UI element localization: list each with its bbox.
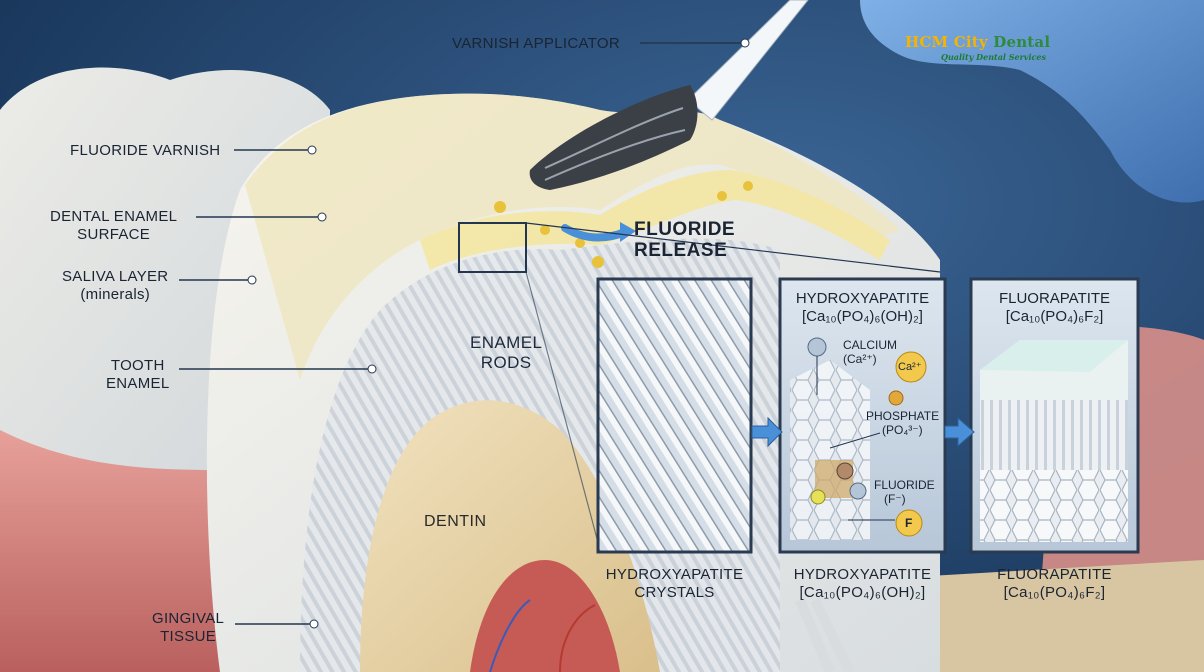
label-varnish-applicator: VARNISH APPLICATOR [452, 35, 620, 52]
panel-fluor-title: FLUORAPATITE[Ca₁₀(PO₄)₆F₂] [998, 290, 1111, 325]
label-phosphate: PHOSPHATE(PO₄³⁻) [866, 409, 940, 437]
brand-tagline: Quality Dental Services [941, 52, 1046, 62]
ca-badge-text: Ca²⁺ [898, 361, 922, 373]
label-fluoride: FLUORIDE(F⁻) [874, 478, 935, 506]
panel-hydroxy-title: HYDROXYAPATITE[Ca₁₀(PO₄)₆(OH)₂] [795, 290, 930, 325]
gum-tissue [0, 430, 260, 672]
caption-fluorapatite: FLUORAPATITE[Ca₁₀(PO₄)₆F₂] [997, 566, 1112, 601]
glove [860, 0, 1204, 203]
ca-badge-icon [895, 351, 927, 383]
pulp [470, 560, 620, 672]
brand-name-a: HCM City [905, 33, 988, 51]
zoom-box [458, 222, 527, 273]
fluoride-ion-icon [849, 482, 867, 500]
brand-logo: HCM City Dental Quality Dental Services [905, 33, 1050, 62]
phosphate-ion-icon [888, 390, 904, 406]
f-badge-icon [895, 509, 923, 537]
caption-hydroxyapatite: HYDROXYAPATITE[Ca₁₀(PO₄)₆(OH)₂] [793, 566, 932, 601]
calcium-ion-icon [807, 337, 827, 357]
label-saliva-layer: SALIVA LAYER(minerals) [62, 268, 169, 303]
label-fluoride-varnish: FLUORIDE VARNISH [70, 142, 221, 159]
f-badge-text: F [905, 516, 913, 530]
brand-name-b: Dental [987, 33, 1051, 51]
varnish-layer [245, 93, 900, 380]
brush-handle [687, 0, 809, 121]
brush-bristles [529, 85, 698, 190]
label-dentin: DENTIN [424, 513, 487, 530]
label-calcium: CALCIUM(Ca²⁺) [843, 338, 898, 366]
panel-crystals [596, 277, 753, 554]
